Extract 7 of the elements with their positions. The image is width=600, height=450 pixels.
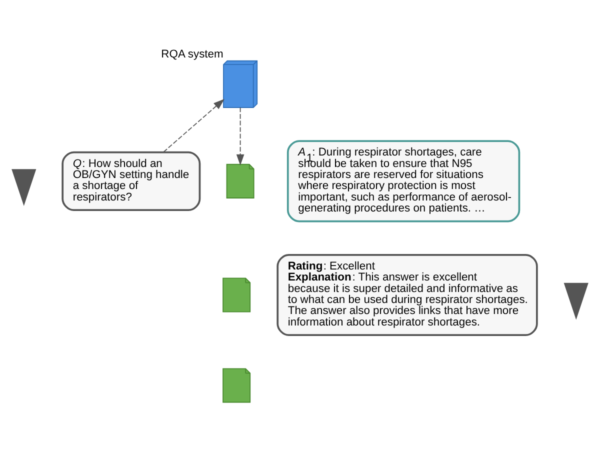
arrow [163,98,225,152]
node-person [564,282,588,320]
node-box: Q: How should an OB/GYN setting handle a shortage of respirators? [62,150,201,211]
node-label: RQA system [161,48,224,60]
arrow [236,106,244,166]
node-person [12,168,36,206]
node-box: Rating: Excellent Explanation: This answer is excellent because it is super detailed and informative as to what can be used during respirator shortages. The answer also provides links that have more information about respirator shortages. [276,253,538,336]
